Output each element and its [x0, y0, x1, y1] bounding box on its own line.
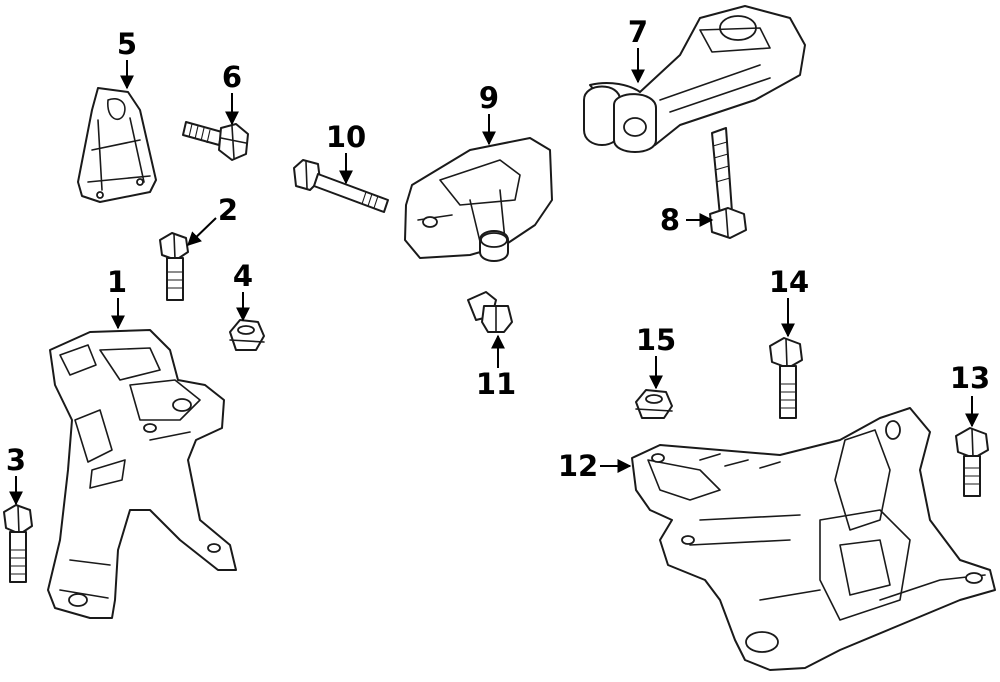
callout-4: 4 — [233, 259, 253, 293]
callout-labels: 1 2 3 4 5 6 7 8 9 10 11 12 13 14 15 — [6, 15, 990, 483]
callout-11: 11 — [476, 367, 516, 401]
part-12-mount — [631, 407, 996, 671]
part-11-stud — [467, 291, 513, 333]
callout-6: 6 — [222, 60, 242, 94]
leader-lines — [9, 48, 979, 506]
part-4-nut — [229, 319, 265, 351]
callout-12: 12 — [558, 449, 598, 483]
callout-13: 13 — [950, 361, 990, 395]
part-15-nut — [635, 389, 673, 419]
callout-2: 2 — [218, 193, 238, 227]
part-13-bolt — [955, 427, 989, 497]
leader-2 — [186, 217, 217, 246]
part-6-bolt — [182, 121, 249, 161]
callout-3: 3 — [6, 443, 26, 477]
part-8-bolt — [709, 127, 747, 239]
callout-15: 15 — [636, 323, 676, 357]
callout-1: 1 — [107, 265, 127, 299]
callout-8: 8 — [660, 203, 680, 237]
part-2-bolt — [159, 232, 189, 301]
callout-5: 5 — [117, 27, 137, 61]
callout-7: 7 — [628, 15, 648, 49]
part-5-bracket — [77, 87, 157, 203]
callout-10: 10 — [326, 120, 366, 154]
part-7-torque-rod — [583, 5, 806, 153]
part-9-mount — [404, 137, 553, 262]
callout-14: 14 — [769, 265, 809, 299]
part-14-bolt — [769, 337, 803, 419]
part-1-mount — [47, 329, 237, 619]
callout-9: 9 — [479, 81, 499, 115]
part-10-long-bolt — [293, 159, 389, 213]
part-3-bolt — [3, 504, 33, 583]
